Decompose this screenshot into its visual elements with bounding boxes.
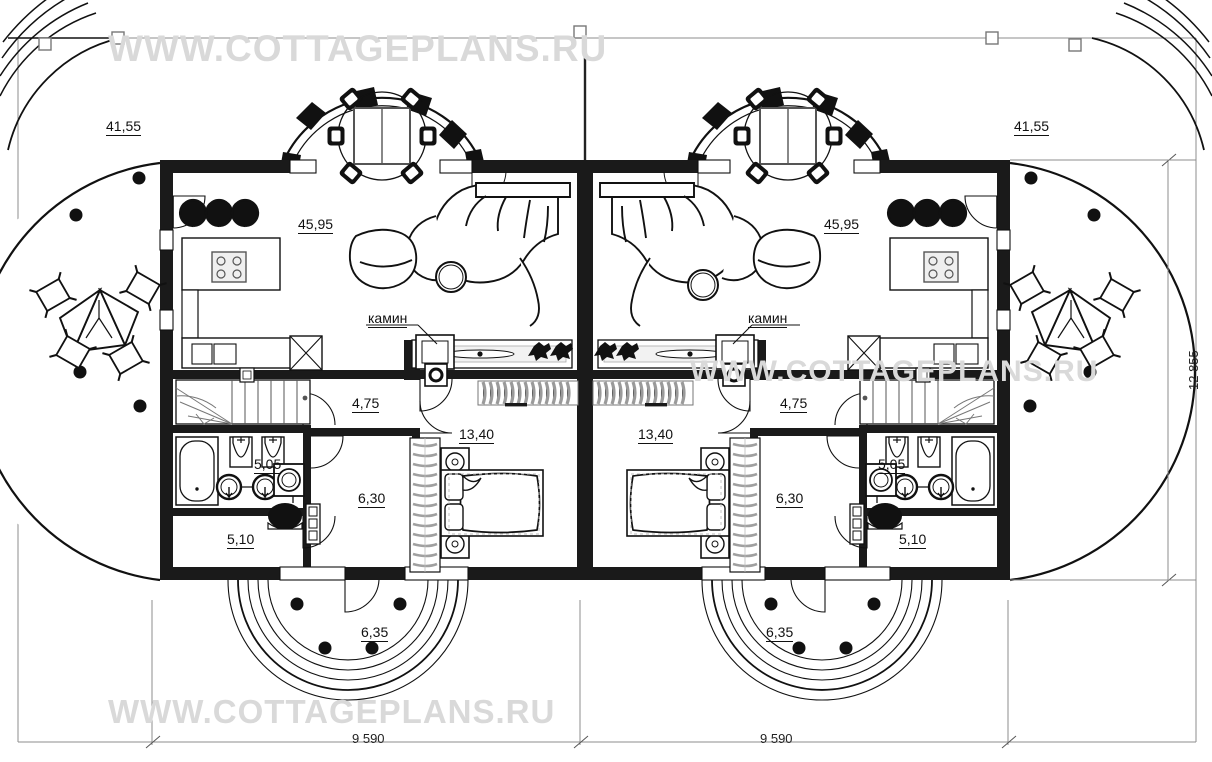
fireplace-assembly-left — [411, 334, 573, 387]
exterior-walls — [160, 160, 1010, 580]
washing-machine-right — [865, 463, 897, 497]
fireplace-leader-lines — [366, 324, 800, 345]
coffee-table-right — [687, 269, 719, 301]
dining-set-right — [733, 86, 843, 186]
area-label-living-left: 45,95 — [298, 216, 334, 234]
area-label-dressing-left: 6,30 — [358, 490, 386, 508]
area-label-living-right: 45,95 — [824, 216, 860, 234]
dining-set-left — [327, 86, 437, 186]
washing-machine-left — [273, 463, 305, 497]
area-label-hall-left: 4,75 — [352, 395, 380, 413]
bidet-right — [885, 436, 909, 468]
watermark-bottom-left: WWW.COTTAGEPLANS.RU — [108, 693, 556, 730]
bar-stools-left — [178, 198, 260, 234]
appliance-column-right — [849, 503, 865, 545]
sink-counter-left — [267, 503, 303, 530]
bedroom-right — [626, 447, 730, 559]
sofa-right — [599, 182, 765, 327]
staircase-left — [175, 367, 311, 425]
fireplace-label-left: камин — [368, 310, 408, 328]
area-label-terrace-right: 41,55 — [1014, 118, 1050, 136]
coffee-table-left — [435, 261, 467, 293]
toilet-left — [229, 436, 253, 468]
rear-terrace-left — [227, 579, 469, 701]
area-label-terrace-left: 41,55 — [106, 118, 142, 136]
bottom-dimension-lines — [145, 600, 1017, 749]
bathroom-right — [849, 436, 995, 545]
patio-set-left — [29, 264, 167, 382]
armchair-left — [348, 228, 418, 290]
bedroom-left — [440, 447, 544, 559]
area-label-bedroom-right: 13,40 — [638, 426, 674, 444]
bar-stools-right — [886, 198, 968, 234]
bidet-left — [261, 436, 285, 468]
kitchen-right — [847, 198, 989, 371]
patio-chairs-left — [29, 264, 167, 382]
radiator-right — [592, 380, 694, 407]
terrace-outline-right — [1009, 161, 1196, 582]
sofa-left — [405, 182, 571, 327]
right-dimension-line — [1010, 153, 1196, 587]
sink-counter-right — [867, 503, 903, 530]
terrace-guide-arcs-right — [1115, 0, 1212, 97]
wardrobe-rail-right — [729, 437, 761, 573]
area-label-utility-right: 5,10 — [899, 531, 927, 549]
watermark-middle-right: WWW.COTTAGEPLANS.RU — [690, 355, 1099, 388]
area-label-bathroom-right: 5,05 — [878, 456, 906, 474]
armchair-right — [752, 228, 822, 290]
radiator-left — [477, 380, 579, 407]
dimension-width-right: 9 590 — [760, 731, 793, 746]
area-label-bedroom-left: 13,40 — [459, 426, 495, 444]
area-label-rear-terrace-right: 6,35 — [766, 624, 794, 642]
wardrobe-rail-left — [409, 437, 441, 573]
patio-set-right — [1003, 264, 1141, 382]
staircase-right — [859, 367, 995, 425]
dimension-overall-height: 12 855 — [1186, 350, 1201, 390]
area-label-rear-terrace-left: 6,35 — [361, 624, 389, 642]
area-label-utility-left: 5,10 — [227, 531, 255, 549]
area-label-bathroom-left: 5,05 — [254, 456, 282, 474]
fireplace-label-right: камин — [748, 310, 788, 328]
kitchen-left — [178, 198, 323, 371]
party-wall — [577, 160, 593, 580]
area-label-hall-right: 4,75 — [780, 395, 808, 413]
rear-terrace-right — [701, 579, 943, 701]
bathroom-left — [175, 436, 321, 545]
appliance-column-left — [305, 503, 321, 545]
area-label-dressing-right: 6,30 — [776, 490, 804, 508]
fireplace-assembly-right — [594, 334, 759, 387]
toilet-right — [917, 436, 941, 468]
watermark-top-left: WWW.COTTAGEPLANS.RU — [108, 28, 608, 69]
dimension-width-left: 9 590 — [352, 731, 385, 746]
patio-chairs-right — [1003, 264, 1141, 382]
